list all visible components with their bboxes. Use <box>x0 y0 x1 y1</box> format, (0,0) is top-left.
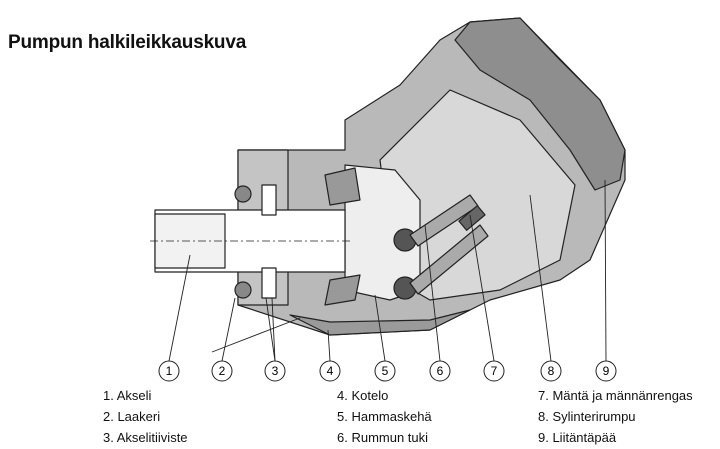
legend-item: 2. Laakeri <box>103 409 161 424</box>
callout-3: 3 <box>264 360 286 382</box>
callout-4: 4 <box>319 360 341 382</box>
callout-1: 1 <box>158 360 180 382</box>
callouts: 1 2 3 4 5 6 7 8 9 <box>158 360 617 382</box>
svg-text:2: 2 <box>219 364 226 378</box>
bearing-top <box>234 185 252 203</box>
svg-text:1: 1 <box>166 364 173 378</box>
connection-head <box>454 17 626 191</box>
callout-7: 7 <box>483 360 505 382</box>
svg-text:4: 4 <box>327 364 334 378</box>
callout-5: 5 <box>374 360 396 382</box>
bearing-bottom <box>234 281 252 299</box>
legend-item: 9. Liitäntäpää <box>538 430 617 445</box>
legend-item: 7. Mäntä ja männänrengas <box>538 388 693 403</box>
svg-text:8: 8 <box>548 364 555 378</box>
legend-item: 8. Sylinterirumpu <box>538 409 636 424</box>
svg-text:5: 5 <box>382 364 389 378</box>
callout-9: 9 <box>595 360 617 382</box>
page-title: Pumpun halkileikkauskuva <box>8 32 247 53</box>
svg-text:9: 9 <box>603 364 610 378</box>
legend-item: 5. Hammaskehä <box>337 409 432 424</box>
legend-item: 4. Kotelo <box>337 388 389 403</box>
callout-8: 8 <box>540 360 562 382</box>
legend-item: 3. Akselitiiviste <box>103 430 188 445</box>
svg-text:7: 7 <box>491 364 498 378</box>
callout-2: 2 <box>211 360 233 382</box>
svg-text:6: 6 <box>437 364 444 378</box>
legend-item: 6. Rummun tuki <box>337 430 429 445</box>
legend-item: 1. Akseli <box>103 388 152 403</box>
callout-6: 6 <box>429 360 451 382</box>
svg-text:3: 3 <box>272 364 279 378</box>
